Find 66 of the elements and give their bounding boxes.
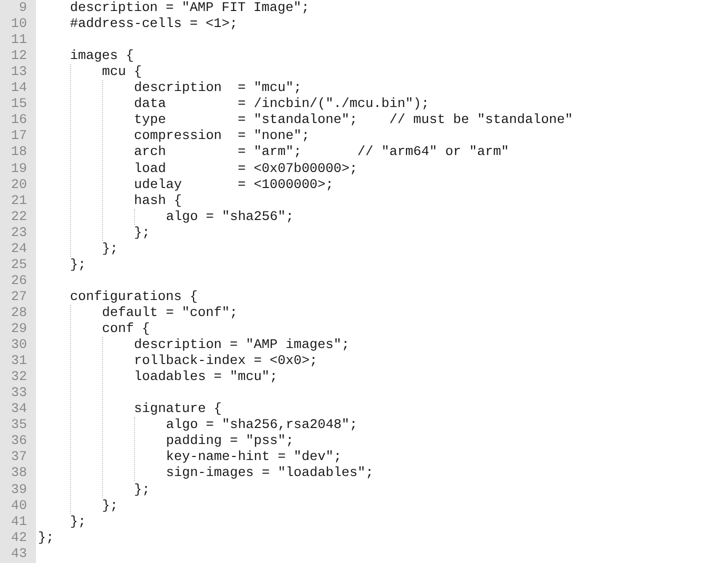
line-number: 31 bbox=[10, 353, 27, 370]
line-number: 13 bbox=[10, 64, 27, 80]
line-number: 43 bbox=[10, 546, 27, 562]
code-line: }; bbox=[134, 482, 150, 498]
code-line: loadables = "mcu"; bbox=[134, 369, 278, 386]
code-line: hash { bbox=[134, 192, 182, 209]
line-number: 12 bbox=[10, 48, 27, 64]
code-line: configurations { bbox=[70, 288, 198, 305]
line-number: 11 bbox=[10, 32, 27, 48]
line-number: 36 bbox=[10, 433, 27, 450]
line-number: 35 bbox=[10, 417, 27, 434]
code-line: load = <0x07b00000>; bbox=[134, 160, 358, 177]
code-line: mcu { bbox=[102, 64, 142, 80]
line-number: 10 bbox=[10, 16, 27, 32]
line-number: 17 bbox=[10, 128, 27, 144]
code-line: sign-images = "loadables"; bbox=[166, 465, 374, 482]
code-line: description = "mcu"; bbox=[134, 80, 302, 96]
code-line: images { bbox=[70, 48, 134, 64]
code-line: type = "standalone"; // must be "standalone" bbox=[134, 112, 573, 128]
code-line: }; bbox=[102, 498, 118, 514]
code-line: key-name-hint = "dev"; bbox=[166, 449, 342, 466]
line-number: 27 bbox=[10, 288, 27, 305]
code-line: conf { bbox=[102, 321, 150, 338]
line-number: 34 bbox=[10, 401, 27, 418]
code-line: arch = "arm"; // "arm64" or "arm" bbox=[134, 144, 510, 160]
code-line: rollback-index = <0x0>; bbox=[134, 353, 318, 370]
line-number: 16 bbox=[10, 112, 27, 128]
line-number: 38 bbox=[10, 465, 27, 482]
line-number: 28 bbox=[10, 304, 27, 321]
line-number: 29 bbox=[10, 321, 27, 338]
line-number: 41 bbox=[10, 514, 27, 530]
code-line: }; bbox=[70, 514, 86, 530]
line-number: 39 bbox=[10, 482, 27, 498]
code-line: description = "AMP FIT Image"; bbox=[70, 0, 310, 16]
code-line: algo = "sha256"; bbox=[166, 208, 294, 225]
code-line: compression = "none"; bbox=[134, 128, 310, 144]
line-number: 21 bbox=[10, 192, 27, 209]
line-number: 15 bbox=[10, 96, 27, 112]
line-number: 42 bbox=[10, 530, 27, 546]
line-number: 32 bbox=[10, 369, 27, 386]
line-number: 24 bbox=[10, 240, 27, 257]
code-line: }; bbox=[38, 530, 54, 546]
code-line: }; bbox=[134, 224, 150, 241]
code-line: algo = "sha256,rsa2048"; bbox=[166, 417, 358, 434]
line-number: 40 bbox=[10, 498, 27, 514]
line-number: 37 bbox=[10, 449, 27, 466]
line-number: 18 bbox=[10, 144, 27, 160]
code-line: padding = "pss"; bbox=[166, 433, 294, 450]
code-line: description = "AMP images"; bbox=[134, 337, 350, 354]
code-line: data = /incbin/("./mcu.bin"); bbox=[134, 96, 430, 112]
code-line: }; bbox=[102, 240, 118, 257]
code-line: default = "conf"; bbox=[102, 304, 238, 321]
line-number: 14 bbox=[10, 80, 27, 96]
line-number: 22 bbox=[10, 208, 27, 225]
line-number: 20 bbox=[10, 176, 27, 193]
line-number: 25 bbox=[10, 256, 27, 273]
code-line: udelay = <1000000>; bbox=[134, 176, 334, 193]
line-number: 33 bbox=[10, 385, 27, 402]
code-line: #address-cells = <1>; bbox=[70, 16, 238, 32]
line-number: 19 bbox=[10, 160, 27, 177]
line-number: 9 bbox=[18, 0, 27, 16]
code-line: signature { bbox=[134, 401, 222, 418]
line-number: 30 bbox=[10, 337, 27, 354]
line-number: 23 bbox=[10, 224, 27, 241]
line-number: 26 bbox=[10, 272, 27, 289]
code-line: }; bbox=[70, 256, 86, 273]
